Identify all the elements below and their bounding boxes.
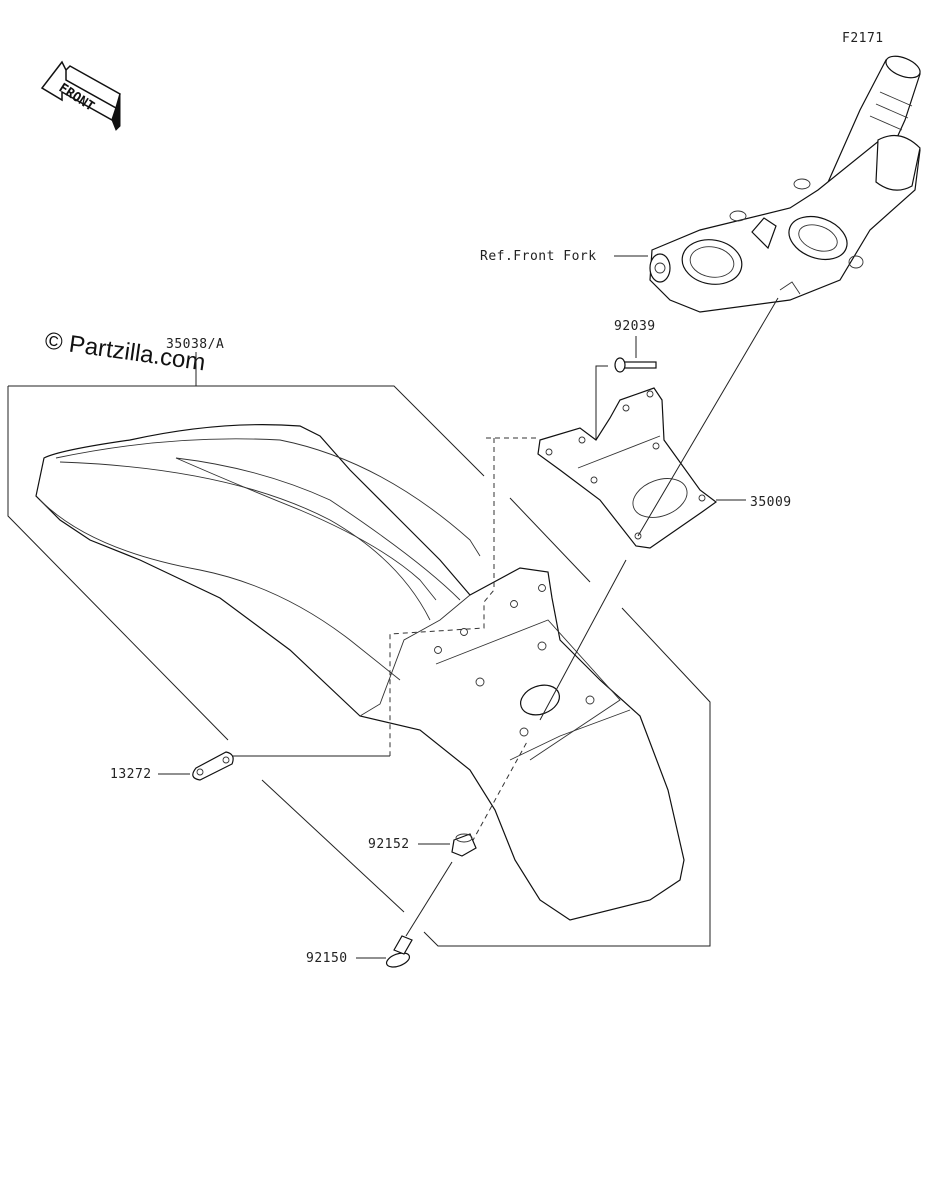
part-label-92039: 92039 xyxy=(614,319,656,334)
collar-icon xyxy=(451,833,477,857)
part-label-92150: 92150 xyxy=(306,951,348,966)
front-fender-icon xyxy=(35,424,685,921)
part-label-35009: 35009 xyxy=(750,495,792,510)
bolt-small-icon xyxy=(614,357,657,373)
part-label-92152: 92152 xyxy=(368,837,410,852)
bolt-icon xyxy=(385,935,413,968)
plate-icon xyxy=(192,751,234,781)
figure-code: F2171 xyxy=(842,31,884,46)
front-arrow-icon: FRONT xyxy=(40,60,121,131)
ref-front-fork-label: Ref.Front Fork xyxy=(480,249,597,264)
front-fork-icon xyxy=(649,55,921,313)
part-label-13272: 13272 xyxy=(110,767,152,782)
part-label-35038a: 35038/A xyxy=(166,337,224,352)
fender-bracket-icon xyxy=(537,387,718,549)
